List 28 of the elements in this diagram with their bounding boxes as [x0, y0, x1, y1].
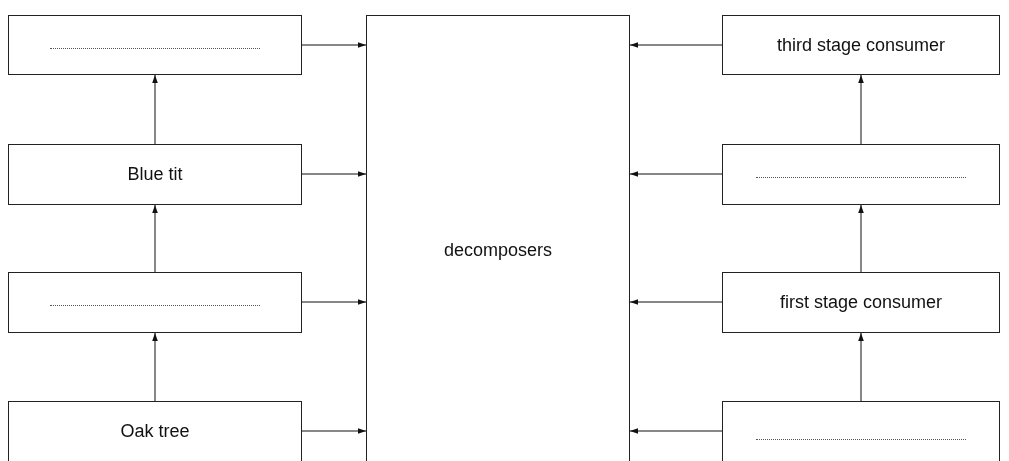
process-box	[8, 401, 302, 461]
node-label: first stage consumer	[779, 291, 943, 314]
process-box	[8, 144, 302, 205]
arrow	[301, 42, 367, 48]
arrow	[301, 171, 367, 177]
arrow	[629, 299, 723, 305]
arrow	[629, 171, 723, 177]
arrow	[629, 42, 723, 48]
node-label: third stage consumer	[776, 33, 946, 57]
process-box	[722, 272, 1000, 333]
node-label: Oak tree	[120, 419, 190, 443]
process-box	[366, 15, 630, 461]
node-label: decomposers	[443, 238, 553, 262]
blank-box	[722, 144, 1000, 205]
arrow	[858, 332, 864, 402]
arrow	[301, 299, 367, 305]
blank-box	[8, 272, 302, 333]
blank-box	[8, 15, 302, 75]
arrow	[152, 74, 158, 145]
node-label: Blue tit	[127, 163, 183, 186]
arrow	[301, 428, 367, 434]
arrow	[152, 332, 158, 402]
arrow	[152, 204, 158, 273]
arrow	[858, 204, 864, 273]
process-box	[722, 15, 1000, 75]
blank-box	[722, 401, 1000, 461]
arrow	[629, 428, 723, 434]
arrow	[858, 74, 864, 145]
